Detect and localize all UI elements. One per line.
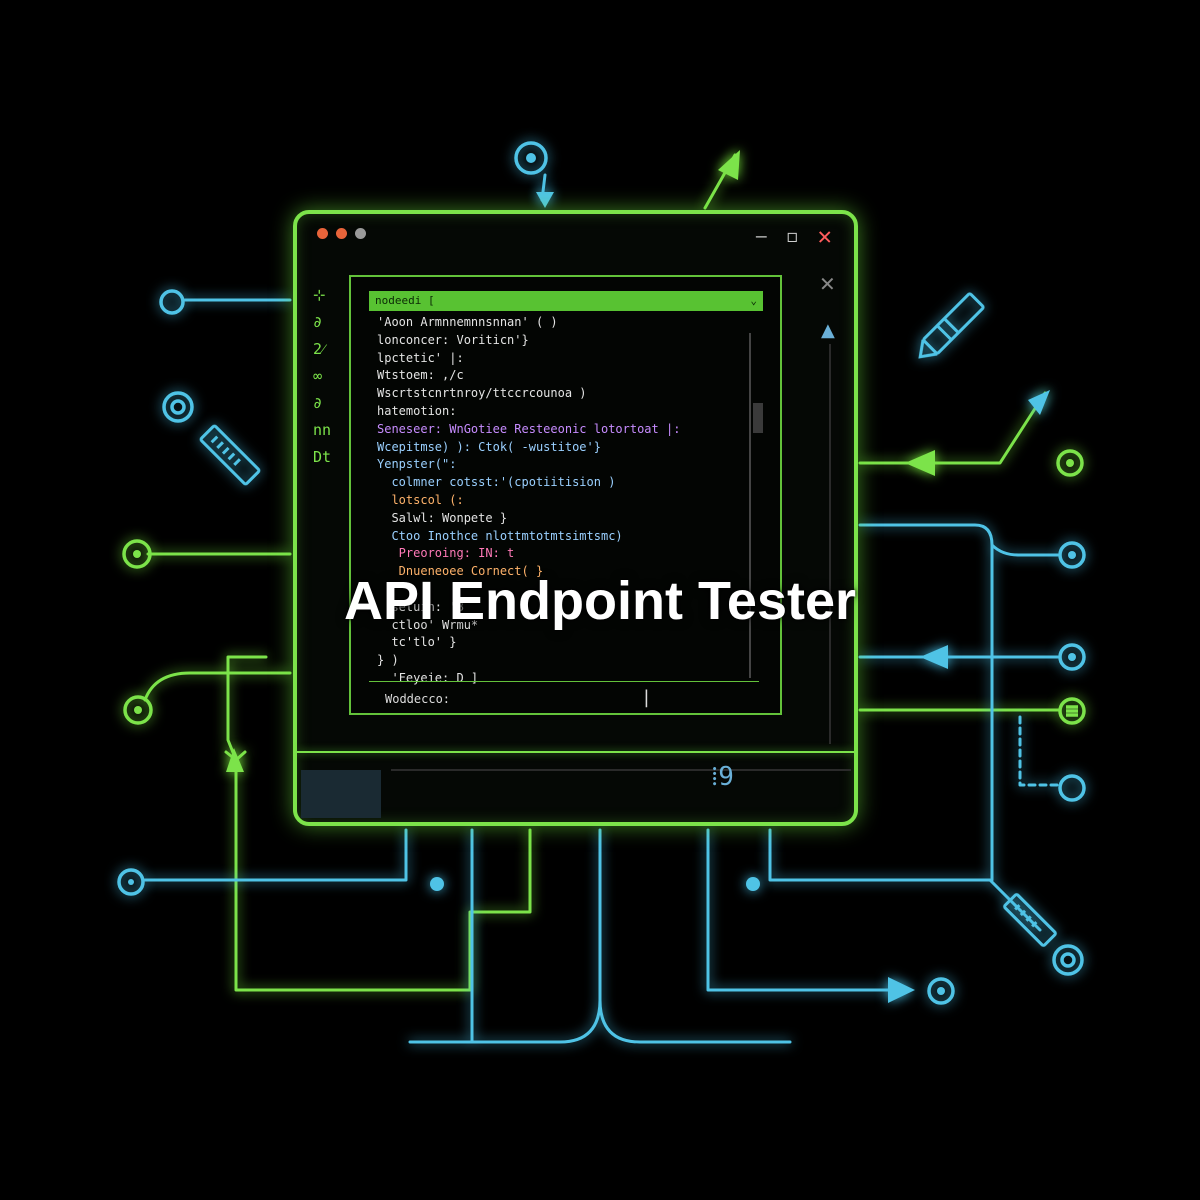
maximize-dot[interactable] <box>355 228 366 239</box>
bottom-tab[interactable] <box>301 770 381 818</box>
code-line: hatemotion: <box>377 403 457 418</box>
code-line: Yenpster(": <box>377 457 457 472</box>
window-controls <box>317 228 366 239</box>
gutter-icon[interactable]: ∞ <box>313 367 323 385</box>
tool-gutter: ⊹ ∂ 2⁄ ∞ ∂ nn Dt <box>313 286 331 469</box>
app-window: — ◻ ✕ ⊹ ∂ 2⁄ ∞ ∂ nn Dt nodeedi [ ⌄ 'Aoon… <box>293 210 858 826</box>
scroll-up-icon[interactable]: ▲ <box>821 320 835 341</box>
code-line: setuin: 'B <box>377 599 464 614</box>
code-line: Wscrtstcnrtnroy/ttccrcounoa ) <box>377 386 587 401</box>
close-dot[interactable] <box>317 228 328 239</box>
arrow-up-icon <box>226 748 244 772</box>
code-line: ctloo' Wrmu* <box>377 617 479 632</box>
node-icon <box>1056 449 1084 477</box>
side-scrollbar-track[interactable] <box>829 344 831 744</box>
editor-footer-label: Woddecco: <box>385 692 451 706</box>
probe-icon <box>1003 893 1057 947</box>
node-icon <box>122 539 152 569</box>
page-title: API Endpoint Tester <box>343 571 857 631</box>
connector-line <box>143 671 292 702</box>
connector-line <box>143 828 408 882</box>
node-icon <box>159 289 185 315</box>
arrow-left-icon <box>920 645 948 669</box>
arrow-right-icon <box>888 977 915 1003</box>
code-line: lotscol (: <box>377 492 464 507</box>
target-node-icon <box>514 141 548 175</box>
code-line: Wcepitmse) ): Ctok( -wustitoe'} <box>377 439 601 454</box>
code-body[interactable]: 'Aoon Armnnemnnsnnan' ( ) lonconcer: Vor… <box>377 315 680 689</box>
editor-scrollbar[interactable] <box>749 333 765 678</box>
maximize-icon[interactable]: ◻ <box>786 225 798 247</box>
editor-divider <box>369 681 759 682</box>
gutter-icon[interactable]: ∂ <box>313 394 323 412</box>
code-line: } ) <box>377 653 399 668</box>
connector-line <box>706 828 907 992</box>
pencil-icon <box>918 292 985 359</box>
probe-icon <box>199 424 261 486</box>
code-line: Wtstoem: ,/c <box>377 368 464 383</box>
code-line: 'Aoon Armnnemnnsnnan' ( ) <box>377 315 558 329</box>
scrollbar-thumb[interactable] <box>753 403 763 433</box>
code-line: Preoroing: IN: t <box>377 546 515 561</box>
arrow-down-icon <box>536 192 554 208</box>
node-dot-icon <box>430 877 444 891</box>
code-line: Seneseer: WnGotiee Resteeonic lotortoat … <box>377 421 681 436</box>
connector-line <box>408 828 602 1044</box>
minimize-icon[interactable]: — <box>755 225 767 247</box>
close-panel-icon[interactable]: ✕ <box>819 272 836 296</box>
arrow-up-right-icon <box>1028 390 1050 415</box>
menu-node-icon <box>1058 697 1086 725</box>
connector-line <box>226 655 532 992</box>
node-icon <box>117 868 145 896</box>
spiral-node-icon <box>162 391 194 423</box>
gutter-icon[interactable]: ∂ <box>313 313 323 331</box>
connector-line <box>768 828 1042 932</box>
node-dot-icon <box>746 877 760 891</box>
node-icon <box>1058 541 1086 569</box>
minimize-dot[interactable] <box>336 228 347 239</box>
node-icon <box>1058 643 1086 671</box>
refresh-node-icon <box>1058 774 1086 802</box>
arrow-left-icon <box>905 450 935 476</box>
code-editor[interactable]: nodeedi [ ⌄ 'Aoon Armnnemnnsnnan' ( ) lo… <box>349 275 782 715</box>
code-line: Ctoo Inothce nlottmtotmtsimtsmc) <box>377 528 623 543</box>
code-line: Dnueneoee Cornect( } <box>377 564 544 579</box>
text-caret: | <box>641 687 652 708</box>
code-line: Salwl: Wonpete } <box>377 510 508 525</box>
connector-line <box>598 998 792 1044</box>
editor-header-label: nodeedi [ <box>375 294 435 307</box>
connector-line <box>858 391 1047 465</box>
arrow-up-icon <box>718 150 740 180</box>
gutter-icon[interactable]: ⊹ <box>313 286 326 304</box>
chevron-down-icon[interactable]: ⌄ <box>750 294 757 307</box>
code-line: tc'tlo' } <box>377 635 457 650</box>
node-icon <box>123 695 153 725</box>
bottom-divider <box>297 751 854 753</box>
gutter-icon[interactable]: nn <box>313 421 332 439</box>
connector-line-dashed <box>1018 715 1060 787</box>
code-line: lpctetic' |: <box>377 350 464 365</box>
editor-header[interactable]: nodeedi [ ⌄ <box>369 291 763 311</box>
spiral-node-icon <box>1052 944 1084 976</box>
gutter-icon[interactable]: Dt <box>313 448 332 466</box>
close-icon[interactable]: ✕ <box>817 222 832 250</box>
gutter-icon[interactable]: 2⁄ <box>313 340 325 358</box>
connector-line <box>990 543 1060 557</box>
window-actions: — ◻ ✕ <box>756 222 832 250</box>
code-line: 'Feyeie: D ] <box>377 670 479 685</box>
search-icon[interactable]: ⁞9 <box>711 762 734 792</box>
node-icon <box>927 977 955 1005</box>
code-line: lonconcer: Voriticn'} <box>377 332 529 347</box>
bottom-rule <box>391 769 851 771</box>
code-line: colmner cotsst:'(cpotiitision ) <box>377 475 616 490</box>
